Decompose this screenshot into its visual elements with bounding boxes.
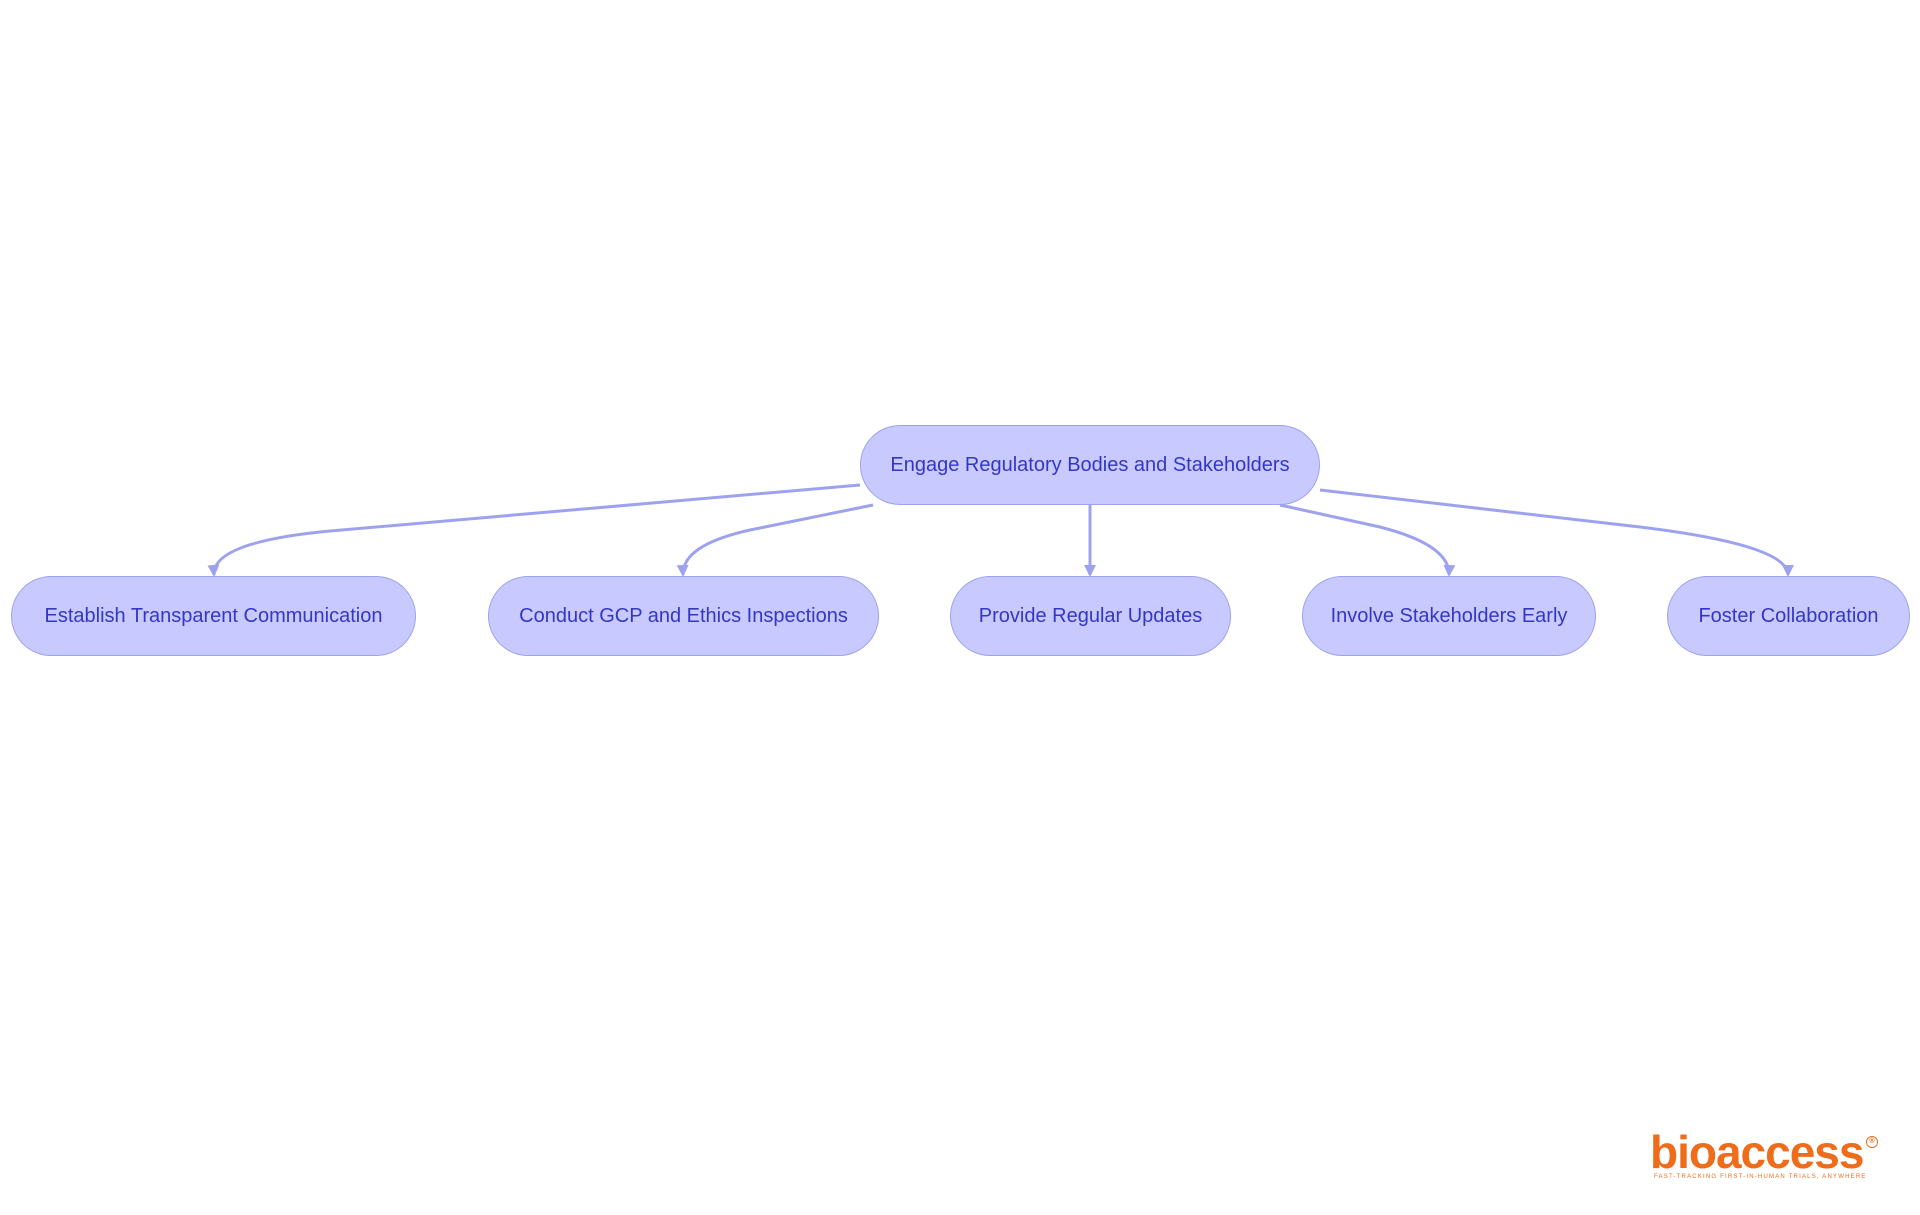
edge-root-to-conduct-gcp-inspections [676,503,874,577]
edge-root-to-establish-transparent-communication [207,483,861,577]
child-node-label: Involve Stakeholders Early [1330,604,1568,627]
root-node: Engage Regulatory Bodies and Stakeholder… [860,425,1320,505]
registered-trademark-icon: ® [1866,1136,1878,1148]
child-node-label: Establish Transparent Communication [44,604,383,627]
bioaccess-logo: bioaccess ® FAST-TRACKING FIRST-IN-HUMAN… [1650,1126,1878,1180]
child-node-conduct-gcp-inspections: Conduct GCP and Ethics Inspections [488,576,879,656]
logo-tagline: FAST-TRACKING FIRST-IN-HUMAN TRIALS, ANY… [1654,1174,1867,1180]
child-node-involve-stakeholders-early: Involve Stakeholders Early [1302,576,1596,656]
child-node-provide-regular-updates: Provide Regular Updates [950,576,1231,656]
child-node-foster-collaboration: Foster Collaboration [1667,576,1910,656]
logo-wordmark: bioaccess [1650,1126,1864,1178]
child-node-label: Foster Collaboration [1698,604,1879,627]
edge-root-to-involve-stakeholders-early [1279,503,1456,577]
edge-root-to-foster-collaboration [1319,488,1794,577]
child-node-label: Provide Regular Updates [978,604,1203,627]
root-node-label: Engage Regulatory Bodies and Stakeholder… [890,453,1290,476]
child-node-label: Conduct GCP and Ethics Inspections [519,604,848,627]
child-node-establish-transparent-communication: Establish Transparent Communication [11,576,416,656]
